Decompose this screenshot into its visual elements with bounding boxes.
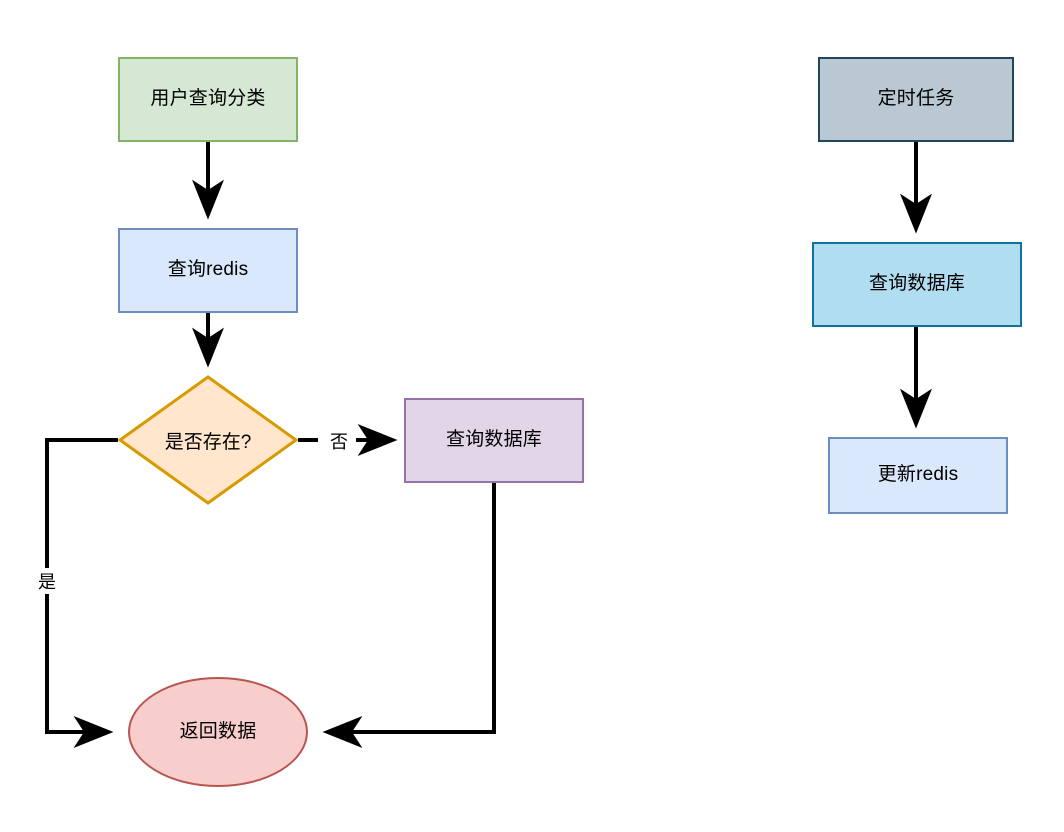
node-label: 查询数据库	[868, 273, 965, 295]
node-label: 更新redis	[877, 464, 959, 486]
diamond-shape-icon	[118, 375, 298, 505]
node-scheduled-task[interactable]: 定时任务	[818, 57, 1014, 142]
node-query-redis[interactable]: 查询redis	[118, 228, 298, 313]
node-user-query-category[interactable]: 用户查询分类	[118, 57, 298, 142]
node-update-redis[interactable]: 更新redis	[828, 437, 1008, 514]
node-label: 是否存在?	[164, 431, 252, 453]
node-exists-decision[interactable]: 是否存在?	[118, 375, 298, 505]
edge-label-no: 否	[328, 428, 350, 454]
node-label: 用户查询分类	[150, 88, 266, 110]
node-query-database-left[interactable]: 查询数据库	[404, 398, 584, 483]
node-label: 返回数据	[179, 720, 257, 742]
edge-db-to-return	[322, 483, 496, 748]
node-label: 查询数据库	[445, 429, 542, 451]
edge-label-yes: 是	[36, 568, 58, 594]
node-label: 查询redis	[167, 259, 249, 281]
node-label: 定时任务	[877, 88, 955, 110]
node-query-database-right[interactable]: 查询数据库	[812, 242, 1022, 327]
node-return-data[interactable]: 返回数据	[128, 677, 308, 787]
